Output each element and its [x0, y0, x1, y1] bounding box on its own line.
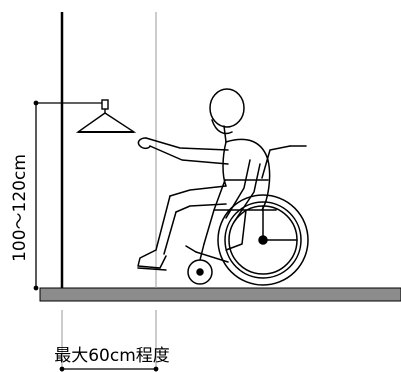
floor	[39, 287, 401, 302]
wheelchair-user-icon	[137, 88, 309, 286]
reach-label: 最大60cm程度	[54, 346, 170, 366]
height-label: 100～120cm	[10, 154, 30, 262]
height-dimension	[33, 100, 106, 291]
pull-cord-icon	[75, 99, 137, 133]
reach-dimension	[59, 310, 159, 372]
